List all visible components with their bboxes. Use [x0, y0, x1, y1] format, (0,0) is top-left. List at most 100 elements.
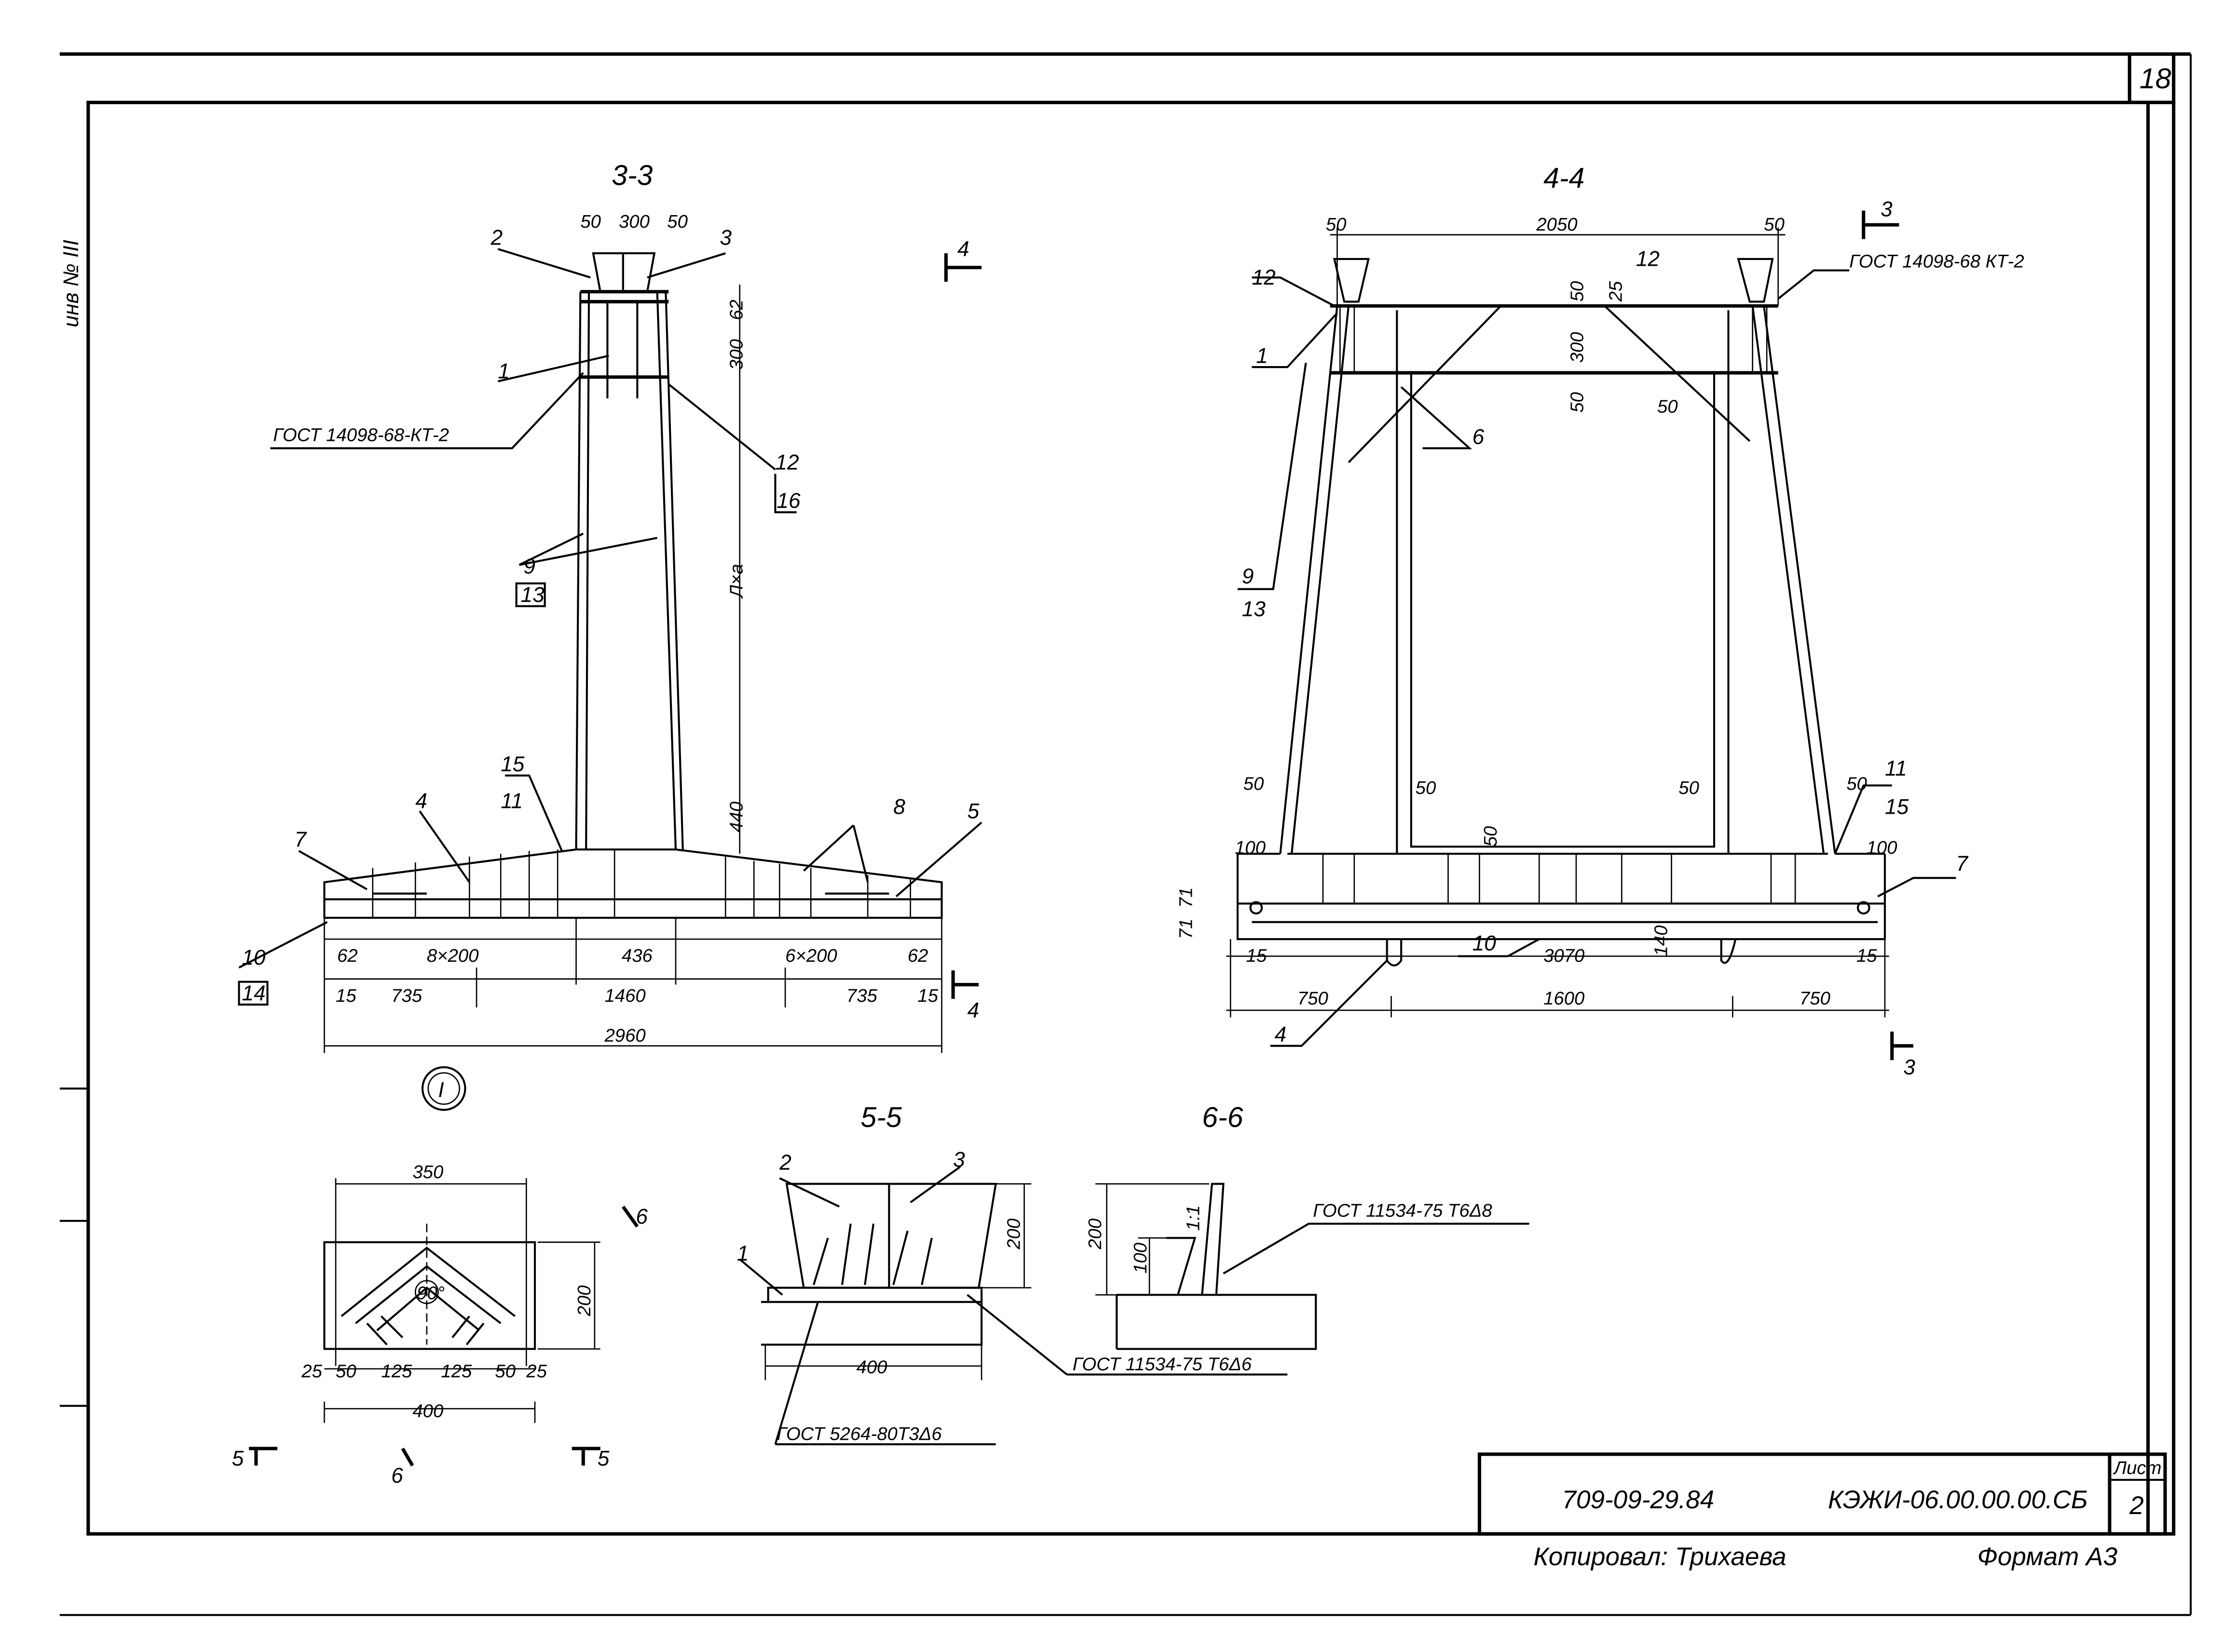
dim-row1-4: 62 — [908, 945, 928, 966]
section-title: 6-6 — [1202, 1101, 1243, 1133]
slope: 1:1 — [1183, 1205, 1203, 1230]
dim-300: 300 — [726, 339, 747, 370]
side-dim-3: 50 — [1678, 778, 1699, 798]
dim-row1-1: 3070 — [1543, 945, 1584, 966]
dim-row1-0: 62 — [337, 945, 358, 966]
callout-15: 15 — [501, 752, 525, 776]
dim-row2-2: 750 — [1799, 988, 1830, 1009]
section-mark-4a: 4 — [957, 237, 969, 261]
dim-62: 62 — [726, 300, 747, 320]
side-dim-7: 100 — [1867, 837, 1897, 858]
format-label: Формат А3 — [1977, 1543, 2118, 1571]
callout-1: 1 — [1256, 344, 1268, 368]
dim-200: 200 — [1004, 1218, 1024, 1250]
gost-a: ГОСТ 5264-80Т3Δ6 — [777, 1423, 942, 1444]
section-5-5: 5-5 — [739, 1101, 1288, 1446]
callout-9: 9 — [1242, 565, 1254, 588]
callout-2: 2 — [779, 1151, 791, 1174]
callout-15: 15 — [1885, 795, 1909, 819]
callout-1: 1 — [737, 1242, 749, 1266]
project-code: 709-09-29.84 — [1562, 1486, 1714, 1514]
detail-bdim-1: 50 — [336, 1361, 356, 1382]
side-dim-9: 71 — [1176, 918, 1197, 939]
callout-12b: 12 — [1636, 247, 1660, 271]
callout-7: 7 — [1956, 852, 1968, 875]
dim-row2-1: 1600 — [1543, 988, 1584, 1009]
callout-13: 13 — [1242, 597, 1266, 621]
callout-7: 7 — [295, 828, 307, 851]
detail-bdim-0: 25 — [301, 1361, 322, 1382]
dim-50-left: 50 — [1326, 214, 1347, 235]
gost-label: ГОСТ 14098-68 КТ-2 — [1849, 251, 2024, 272]
callout-6: 6 — [1472, 425, 1485, 449]
detail-mark-circle — [421, 1066, 466, 1111]
side-dim-2: 50 — [1416, 778, 1436, 798]
dim-2050: 2050 — [1536, 214, 1577, 235]
callout-13: 13 — [520, 583, 545, 607]
detail-mark-6a: 6 — [636, 1205, 648, 1229]
dim-v-25: 25 — [1605, 281, 1626, 302]
sheet-value: 2 — [2129, 1491, 2144, 1520]
callout-14: 14 — [242, 982, 265, 1005]
section-mark-3b: 3 — [1903, 1055, 1915, 1079]
dim-row1-0: 15 — [1246, 945, 1267, 966]
dim-top-50a: 50 — [580, 211, 601, 232]
callout-12: 12 — [775, 451, 799, 475]
detail-bdim-2: 125 — [381, 1361, 412, 1382]
callout-16: 16 — [777, 489, 801, 513]
dim-200: 200 — [1085, 1218, 1105, 1250]
side-dim-6: 100 — [1235, 837, 1266, 858]
dim-top-300: 300 — [619, 211, 650, 232]
sheet-frame — [59, 52, 2192, 1616]
callout-8: 8 — [893, 795, 905, 819]
dim-v-50b: 50 — [1567, 392, 1588, 413]
gost-b: ГОСТ 11534-75 Т6Δ6 — [1073, 1354, 1252, 1375]
section-mark-3a: 3 — [1881, 197, 1893, 221]
dim-row2-1: 735 — [391, 985, 423, 1006]
dim-la: Л×а — [726, 564, 747, 599]
side-dim-1: 50 — [1243, 773, 1264, 794]
dim-row2-3: 735 — [846, 985, 878, 1006]
callout-3: 3 — [720, 226, 732, 249]
section-mark-4-bottom — [951, 970, 979, 999]
gost: ГОСТ 11534-75 Т6Δ8 — [1313, 1200, 1492, 1221]
callout-11: 11 — [1885, 757, 1907, 780]
detail-mark-5a: 5 — [232, 1447, 244, 1471]
gost-label: ГОСТ 14098-68-КТ-2 — [273, 425, 449, 446]
copied-by: Копировал: Трихаева — [1533, 1543, 1786, 1571]
dim-50-right: 50 — [1764, 214, 1785, 235]
detail-bdim-5: 25 — [526, 1361, 547, 1382]
detail-angle: 90° — [417, 1283, 445, 1303]
dim-row1-2: 15 — [1856, 945, 1877, 966]
dim-400: 400 — [857, 1357, 887, 1378]
side-dim-5: 50 — [1480, 826, 1501, 847]
detail-mark: I — [438, 1078, 444, 1102]
section-4-4: 4-4 — [1226, 162, 1956, 1060]
dim-row1-3: 6×200 — [785, 945, 837, 966]
callout-4: 4 — [415, 790, 427, 813]
section-mark-4b: 4 — [968, 998, 980, 1022]
side-dim-10: 140 — [1651, 925, 1672, 956]
callout-5: 5 — [968, 799, 980, 823]
callout-4: 4 — [1275, 1023, 1287, 1046]
dim-v-300: 300 — [1567, 332, 1588, 363]
section-6-6: 6-6 — [1095, 1101, 1529, 1350]
sheet-label: Лист — [2113, 1458, 2162, 1478]
detail-dim-400: 400 — [412, 1401, 443, 1421]
section-3-3: 3-3 — [238, 160, 982, 1053]
section-title: 5-5 — [860, 1101, 901, 1133]
dim-row1-1: 8×200 — [427, 945, 479, 966]
sheet-number: 18 — [2140, 63, 2171, 95]
side-dim-8: 71 — [1176, 887, 1197, 908]
callout-11: 11 — [501, 790, 523, 813]
dim-row2-4: 15 — [917, 985, 938, 1006]
detail-dim-350: 350 — [412, 1162, 443, 1183]
side-dim-0: 50 — [1657, 396, 1678, 417]
callout-3: 3 — [953, 1148, 965, 1172]
detail-mark-6b: 6 — [391, 1464, 403, 1488]
stirrups — [372, 849, 911, 918]
section-title: 4-4 — [1543, 162, 1584, 194]
dim-top-50b: 50 — [667, 211, 688, 232]
margin-note: инв № III — [59, 240, 83, 327]
detail-dim-200: 200 — [574, 1285, 595, 1317]
